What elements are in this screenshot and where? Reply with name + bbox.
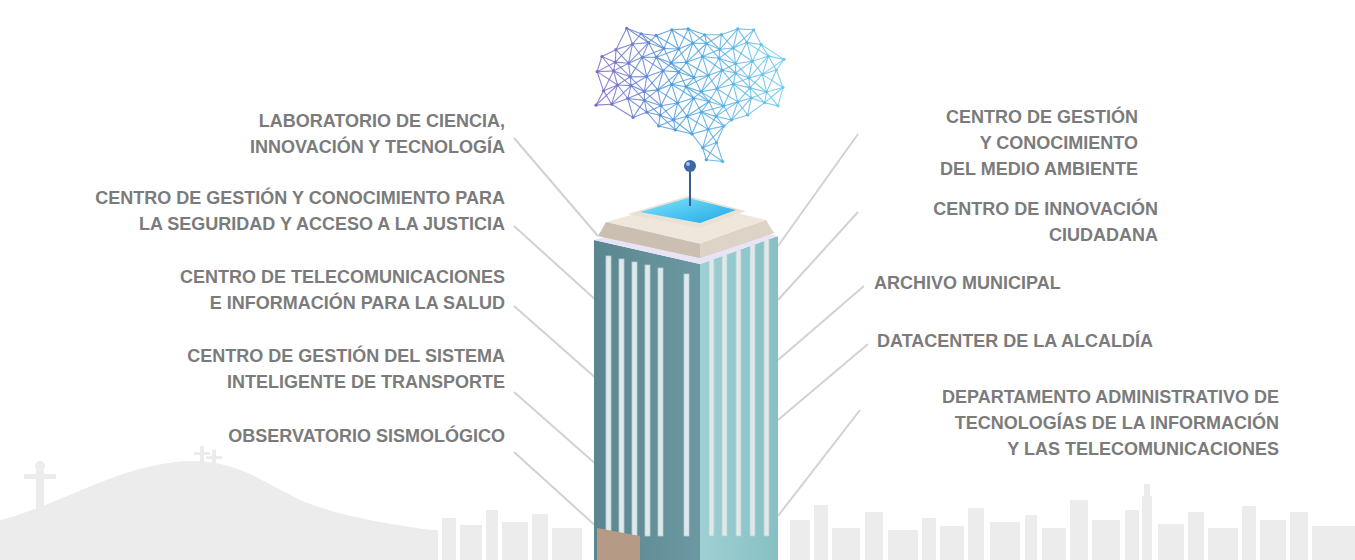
area-label: CENTRO DE GESTIÓN Y CONOCIMIENTO DEL MED… — [939, 104, 1138, 182]
area-label: DATACENTER DE LA ALCALDÍA — [877, 328, 1154, 354]
area-label: CENTRO DE TELECOMUNICACIONES E INFORMACI… — [179, 264, 505, 316]
area-label: DEPARTAMENTO ADMINISTRATIVO DE TECNOLOGÍ… — [941, 384, 1279, 462]
building — [594, 160, 778, 560]
area-label: CENTRO DE GESTIÓN DEL SISTEMA INTELIGENT… — [186, 343, 505, 395]
brain-network — [594, 27, 785, 163]
area-label: LABORATORIO DE CIENCIA, INNOVACIÓN Y TEC… — [248, 108, 505, 160]
area-label: OBSERVATORIO SISMOLÓGICO — [227, 423, 505, 449]
area-label: CENTRO DE GESTIÓN Y CONOCIMIENTO PARA LA… — [94, 185, 505, 237]
area-label: CENTRO DE INNOVACIÓN CIUDADANA — [932, 196, 1158, 248]
area-label: ARCHIVO MUNICIPAL — [874, 270, 1062, 296]
